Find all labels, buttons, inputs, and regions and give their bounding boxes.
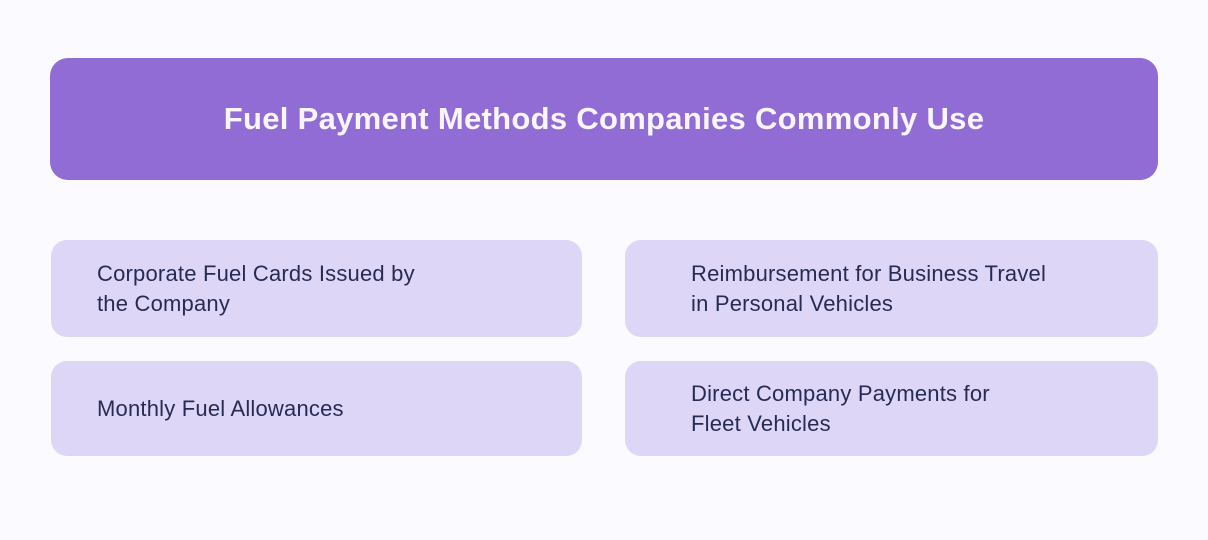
fuel-methods-grid: Corporate Fuel Cards Issued by the Compa…	[51, 240, 1158, 456]
fuel-method-card-reimbursement: Reimbursement for Business Travel in Per…	[625, 240, 1158, 337]
header-banner: Fuel Payment Methods Companies Commonly …	[50, 58, 1158, 180]
fuel-method-label: Reimbursement for Business Travel in Per…	[691, 260, 1047, 316]
page-title: Fuel Payment Methods Companies Commonly …	[223, 101, 985, 136]
fuel-method-card-monthly-allowances: Monthly Fuel Allowances	[51, 361, 582, 456]
fuel-method-label: Corporate Fuel Cards Issued by the Compa…	[97, 260, 415, 316]
fuel-method-label: Direct Company Payments for Fleet Vehicl…	[691, 380, 990, 436]
fuel-method-card-corporate-fuel-cards: Corporate Fuel Cards Issued by the Compa…	[51, 240, 582, 337]
fuel-method-card-direct-payments: Direct Company Payments for Fleet Vehicl…	[625, 361, 1158, 456]
fuel-method-label: Monthly Fuel Allowances	[97, 395, 344, 421]
